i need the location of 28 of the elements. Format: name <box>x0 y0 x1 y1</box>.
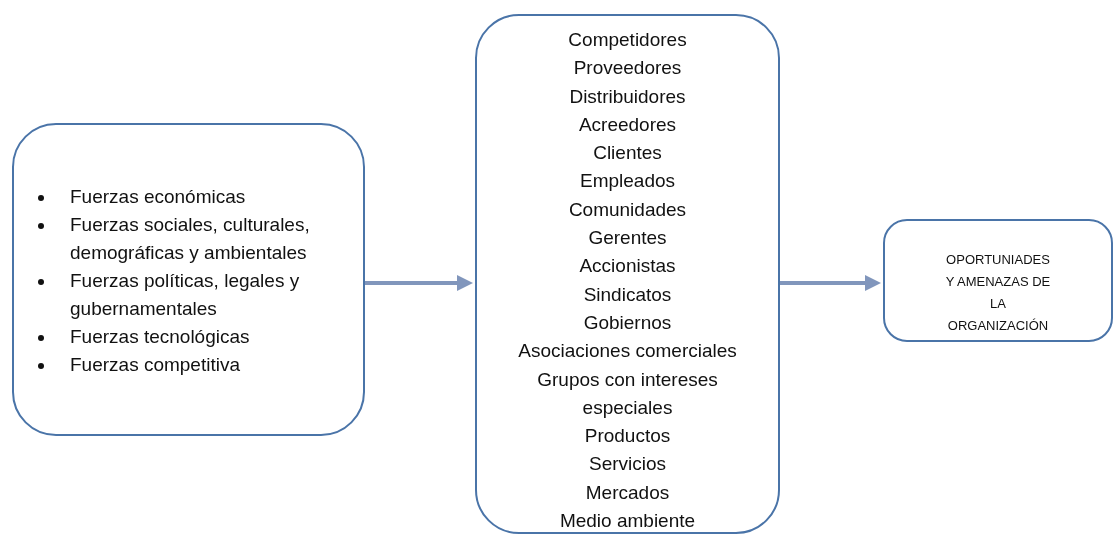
list-item: Fuerzas competitiva <box>70 354 240 375</box>
list-item: Gerentes <box>588 226 667 251</box>
box-label: OPORTUNIADES Y AMENAZAS DE LA ORGANIZACIÓN <box>944 251 1052 335</box>
list-item: Gobiernos <box>583 310 672 335</box>
list-item: Mercados <box>585 480 670 505</box>
list-item: Fuerzas políticas, legales y gubernamentales <box>70 270 300 319</box>
bullet-list-box <box>12 123 365 436</box>
list-item: Servicios <box>588 452 667 477</box>
process-box <box>475 14 780 534</box>
list-item: Fuerzas económicas <box>70 186 246 207</box>
arrow <box>365 275 473 291</box>
list-item: Fuerzas tecnológicas <box>70 326 250 347</box>
list-item: Acreedores <box>578 112 677 137</box>
list-item: Grupos con intereses especiales <box>536 367 719 420</box>
list-item: Productos <box>584 424 671 449</box>
process-box <box>883 219 1113 342</box>
list-item: Medio ambiente <box>559 509 696 534</box>
list-item: Empleados <box>579 169 676 194</box>
list-item: Fuerzas sociales, culturales, demográficas y ambientales <box>70 214 310 263</box>
list-item: Distribuidores <box>569 84 686 109</box>
list-item: Comunidades <box>568 197 687 222</box>
list-item: Proveedores <box>573 56 682 81</box>
list-item: Sindicatos <box>583 282 672 307</box>
list-item: Accionistas <box>579 254 676 279</box>
list-item: Clientes <box>593 141 662 166</box>
list-item: Asociaciones comerciales <box>518 339 737 364</box>
arrow <box>780 275 881 291</box>
list-item: Competidores <box>568 28 687 52</box>
